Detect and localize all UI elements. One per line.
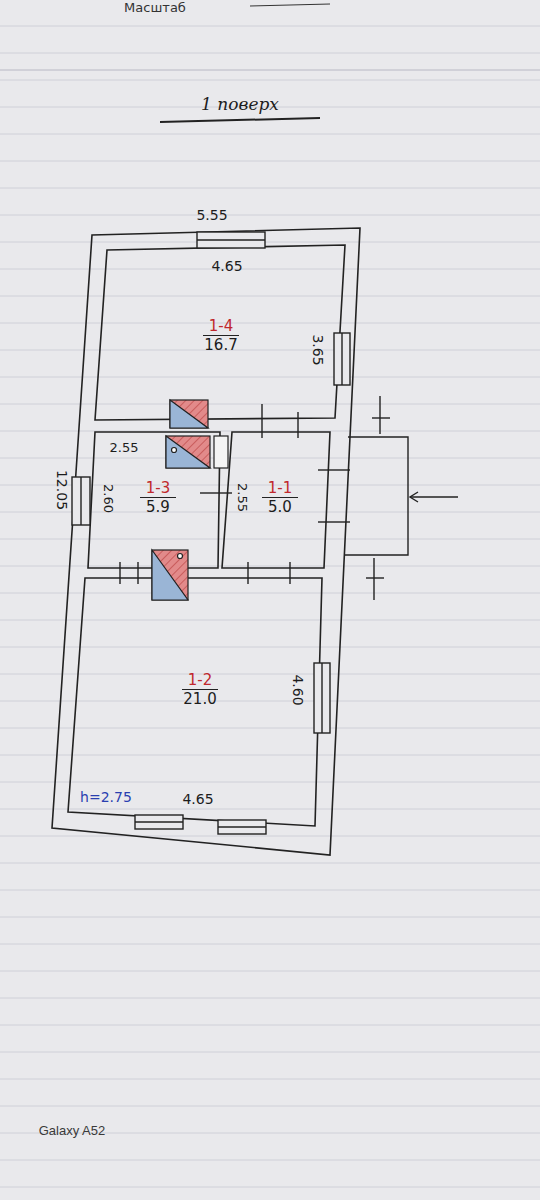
dimension: h=2.75 [80, 790, 132, 804]
room-area: 16.7 [204, 336, 237, 354]
title-underline [160, 118, 320, 122]
room-number: 1-1 [262, 480, 299, 499]
room-number: 1-3 [140, 480, 177, 499]
dimension: 2.60 [101, 484, 114, 513]
dimension: 5.55 [196, 208, 227, 222]
dimension: 2.55 [110, 441, 139, 454]
scale-note: Масштаб [124, 1, 186, 14]
room-box: 1-15.0 [242, 448, 318, 548]
room-box: 1-35.9 [108, 448, 208, 548]
room-box: 1-416.7 [112, 262, 330, 410]
walls [52, 228, 360, 855]
dimension: 3.65 [311, 334, 325, 365]
room-area: 5.0 [268, 498, 292, 516]
room-box: 1-221.0 [95, 610, 305, 770]
porch [345, 396, 458, 600]
dimension: 4.65 [182, 792, 213, 806]
room-area: 5.9 [146, 498, 170, 516]
dimension: 12.05 [55, 470, 69, 510]
room-number: 1-2 [182, 672, 219, 691]
dimension: 4.60 [291, 674, 305, 705]
dimension: 4.65 [211, 259, 242, 273]
watermark: Galaxy A52 [39, 1124, 106, 1137]
windows [72, 232, 350, 834]
dimension: 2.55 [235, 483, 248, 512]
room-area: 21.0 [183, 690, 216, 708]
title: 1 поверх [201, 96, 279, 113]
room-number: 1-4 [203, 318, 240, 337]
